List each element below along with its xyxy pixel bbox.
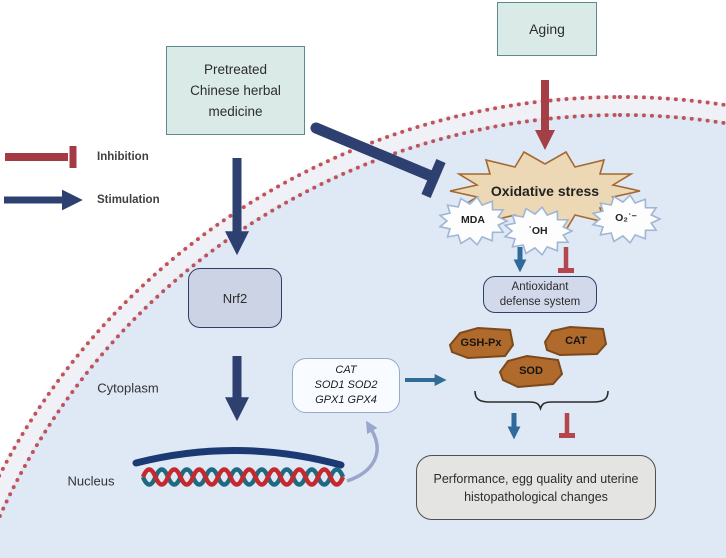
- gene-list-box: CAT SOD1 SOD2 GPX1 GPX4: [292, 358, 400, 413]
- gshpx-enzyme-shape: [448, 326, 515, 360]
- outcome-box: Performance, egg quality and uterine his…: [416, 455, 656, 520]
- superoxide-label: O₂˙⁻: [615, 212, 637, 224]
- aging-box: Aging: [497, 2, 597, 56]
- herbal-medicine-box: Pretreated Chinese herbal medicine: [166, 46, 305, 135]
- legend-inhibition-label: Inhibition: [97, 151, 149, 163]
- ros-inhibits-antioxidant-tbar: [558, 247, 574, 273]
- legend-inhibition-arrow: [5, 146, 77, 168]
- sod-enzyme-shape: [498, 354, 564, 389]
- antioxidant-defense-box: Antioxidant defense system: [483, 276, 597, 313]
- cat-enzyme-shape: [543, 325, 608, 357]
- legend-stimulation-label: Stimulation: [97, 194, 160, 206]
- dna-arc: [132, 446, 345, 469]
- oxidative-stress-label: Oxidative stress: [490, 183, 600, 199]
- enzymes-inhibit-damage-tbar: [559, 413, 575, 438]
- sod-label: SOD: [519, 365, 543, 377]
- hydroxyl-radical-label: ˙OH: [528, 225, 548, 237]
- nrf2-box: Nrf2: [188, 268, 282, 328]
- dna-to-genes-curved-arrow: [346, 420, 379, 483]
- nucleus-label: Nucleus: [67, 473, 115, 489]
- dna-strand-red: [140, 467, 346, 487]
- gshpx-label: GSH-Px: [460, 337, 502, 349]
- enzymes-brace: [474, 390, 609, 412]
- cytoplasm-label: Cytoplasm: [97, 380, 159, 396]
- mda-label: MDA: [461, 214, 485, 226]
- herbal-inhibits-ros-tbar: [310, 122, 446, 198]
- cat-label: CAT: [565, 335, 587, 347]
